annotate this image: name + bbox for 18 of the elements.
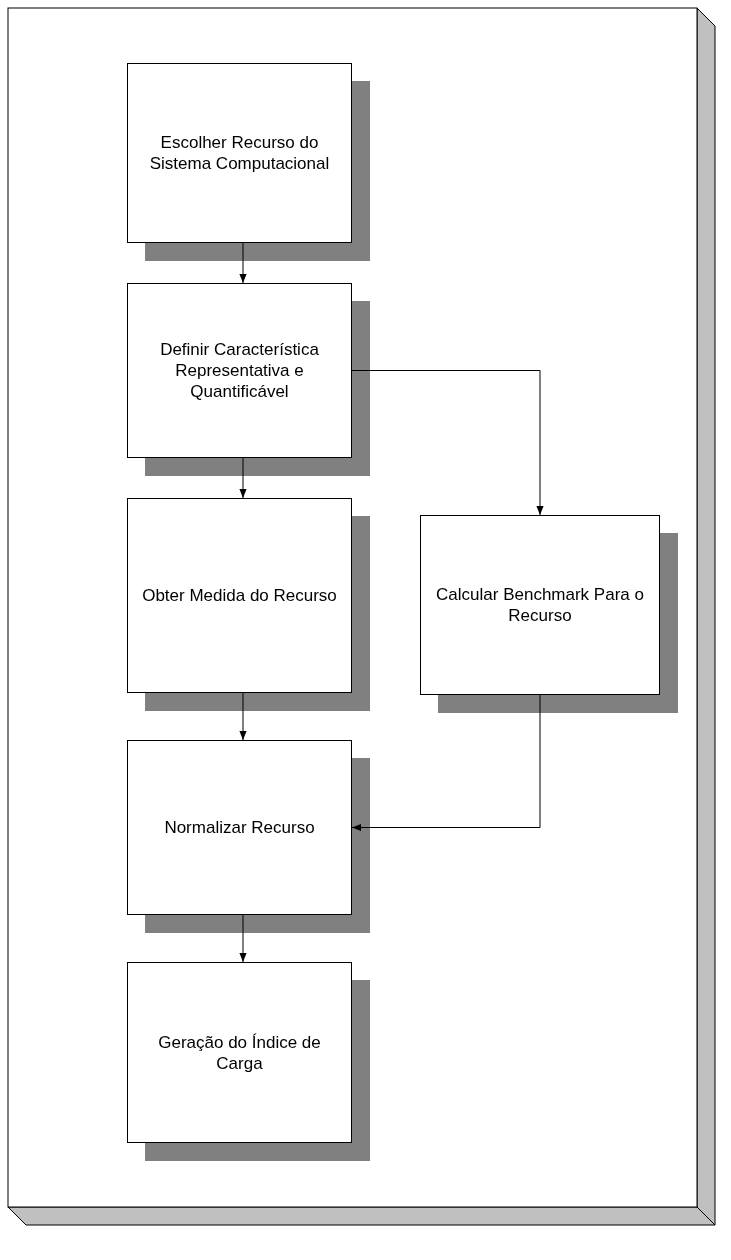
process-box: [127, 63, 352, 243]
process-box: [127, 498, 352, 693]
process-box: [127, 740, 352, 915]
arrow: [239, 457, 247, 499]
arrow: [351, 370, 544, 516]
box-label: Definir Característica Representativa e Quantificável: [159, 339, 320, 402]
process-box: [420, 515, 660, 695]
process-box: [127, 283, 352, 458]
box-label: Geração do Índice de Carga: [157, 1031, 322, 1074]
arrow: [239, 914, 247, 963]
arrow: [351, 694, 541, 832]
arrow: [239, 242, 247, 284]
box-label: Obter Medida do Recurso: [142, 585, 337, 606]
box-label: Calcular Benchmark Para o Recurso: [435, 584, 645, 626]
process-box: [127, 962, 352, 1143]
box-label: Escolher Recurso do Sistema Computacional: [148, 132, 331, 174]
box-label: Normalizar Recurso: [164, 817, 315, 838]
arrow: [239, 692, 247, 741]
